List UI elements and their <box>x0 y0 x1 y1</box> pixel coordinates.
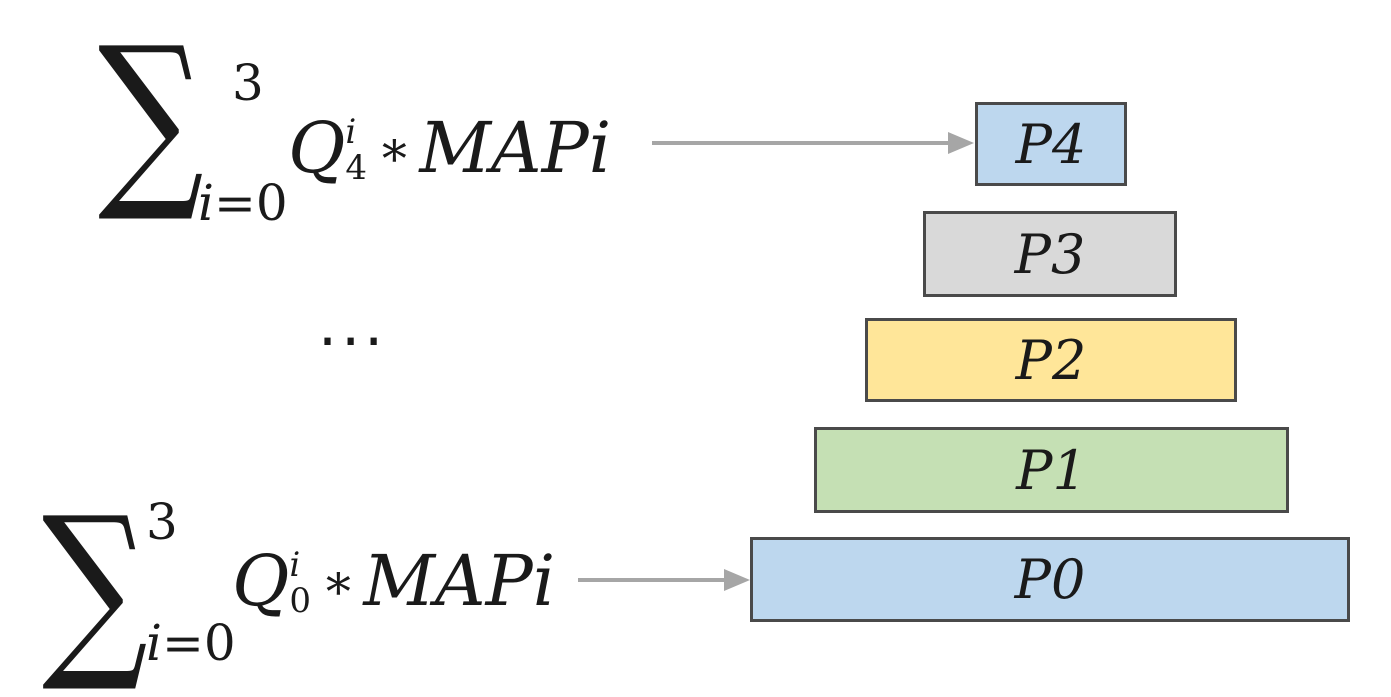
multiply-operator: ∗ <box>377 120 412 178</box>
arrow-bottom-line <box>578 578 726 582</box>
multiply-operator: ∗ <box>321 553 356 611</box>
pyramid-level-p2: P2 <box>865 318 1237 402</box>
pyramid-level-p3: P3 <box>923 211 1177 297</box>
q-symbol: Q <box>288 107 346 189</box>
pyramid-level-p4: P4 <box>975 102 1127 186</box>
q-symbol: Q <box>232 540 290 622</box>
map-term: MAPi <box>419 107 612 189</box>
q-subscript: 4 <box>345 148 368 188</box>
sum-symbol-top: ∑ <box>98 6 204 227</box>
arrow-top-line <box>652 141 950 145</box>
q-superscript: i <box>289 545 301 585</box>
arrow-top-head <box>948 132 974 154</box>
ellipsis: ··· <box>318 307 388 377</box>
arrow-bottom-head <box>724 569 750 591</box>
lower-var: i <box>146 614 162 672</box>
q-subscript: 0 <box>289 581 312 621</box>
lower-var: i <box>198 174 214 232</box>
lower-val: 0 <box>203 614 236 672</box>
map-term: MAPi <box>363 540 556 622</box>
q-superscript: i <box>345 112 357 152</box>
lower-limit-bottom: i=0 <box>146 618 236 668</box>
upper-limit-bottom: 3 <box>146 493 178 551</box>
lower-eq: = <box>214 174 256 232</box>
upper-limit-top: 3 <box>232 54 264 112</box>
lower-val: 0 <box>255 174 288 232</box>
lower-eq: = <box>162 614 204 672</box>
pyramid-level-p0: P0 <box>750 537 1350 622</box>
sum-symbol-bottom: ∑ <box>42 476 148 697</box>
lower-limit-top: i=0 <box>198 178 288 228</box>
pyramid-level-p1: P1 <box>814 427 1289 513</box>
